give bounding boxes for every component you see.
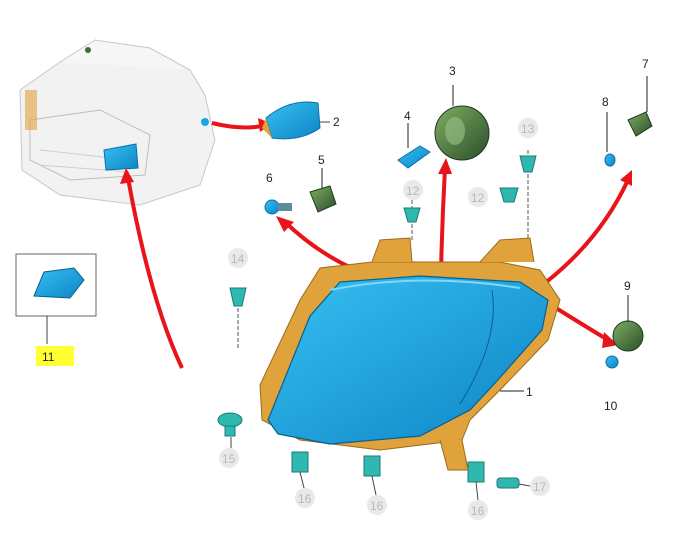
vehicle-overview <box>19 39 216 206</box>
callout-2: 2 <box>333 115 340 129</box>
bulb-cover-9 <box>612 295 644 352</box>
clip-12-side <box>499 187 519 203</box>
clip-12-upper <box>403 200 421 240</box>
clip-16-center <box>363 455 381 477</box>
clip-16-right <box>467 461 485 483</box>
bulb-10 <box>605 355 619 369</box>
bulb-socket-4 <box>397 123 431 169</box>
dust-cover-3 <box>434 85 490 161</box>
callout-5: 5 <box>318 153 325 167</box>
bulb-cover-7 <box>627 76 653 137</box>
callout-10: 10 <box>604 399 618 413</box>
pointer-arrowheads <box>120 118 632 348</box>
side-marker-lamp <box>262 101 321 140</box>
clip-16-left <box>291 451 309 473</box>
callout-17: 17 <box>533 480 547 494</box>
callout-15: 15 <box>222 452 236 466</box>
callout-11: 11 <box>42 350 55 364</box>
callout-14: 14 <box>231 252 245 266</box>
callout-16-right: 16 <box>471 504 485 518</box>
callout-11-highlight <box>36 346 74 366</box>
inset-box-11 <box>15 253 97 344</box>
callout-12-side: 12 <box>471 191 485 205</box>
callout-8: 8 <box>602 95 609 109</box>
callout-12-upper: 12 <box>406 184 420 198</box>
headlamp-assembly <box>259 237 561 471</box>
callout-3: 3 <box>449 64 456 78</box>
bulb-6 <box>264 199 292 215</box>
callout-1: 1 <box>526 385 533 399</box>
callout-4: 4 <box>404 109 411 123</box>
screw-17 <box>496 477 520 489</box>
clip-13 <box>519 150 537 240</box>
callout-16-left: 16 <box>298 492 312 506</box>
callout-9: 9 <box>624 279 631 293</box>
leader-lines <box>230 121 531 501</box>
callout-13: 13 <box>521 122 535 136</box>
callout-6: 6 <box>266 171 273 185</box>
callouts: 1 2 3 4 5 6 7 8 9 10 11 12 12 13 14 15 1… <box>36 57 649 520</box>
clip-14 <box>229 287 247 348</box>
vehicle-headlamp-highlight <box>103 143 139 171</box>
clip-15 <box>217 412 243 437</box>
callout-16-center: 16 <box>370 499 384 513</box>
bulb-cover-5 <box>309 168 337 213</box>
vehicle-marker-highlight <box>201 118 209 126</box>
callout-7: 7 <box>642 57 649 71</box>
bulb-8 <box>604 112 616 167</box>
